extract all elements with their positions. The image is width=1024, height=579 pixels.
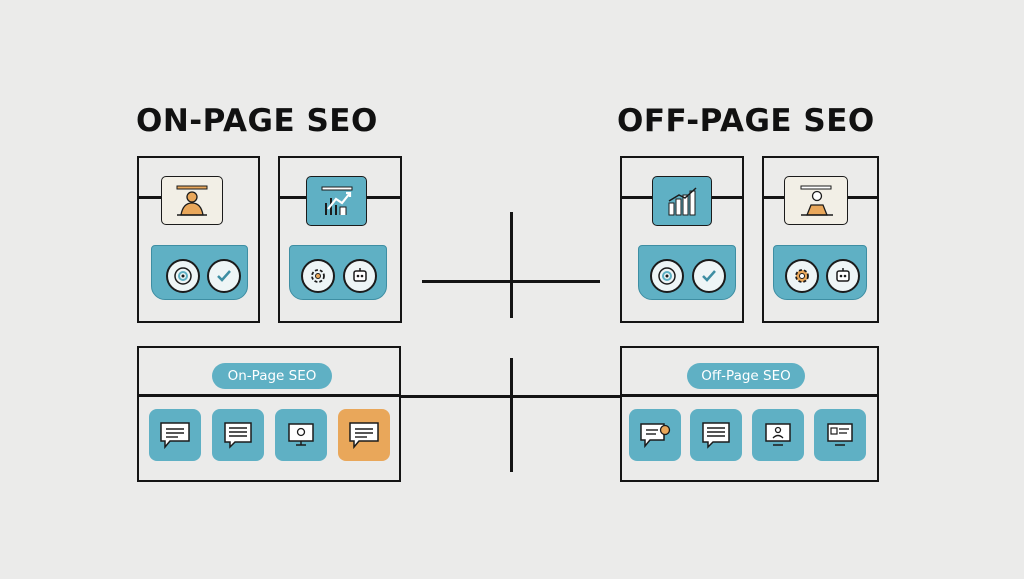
panel-connector	[367, 196, 402, 199]
target-icon	[650, 259, 684, 293]
chat-text-icon	[338, 409, 390, 461]
check-icon	[207, 259, 241, 293]
gear-icon	[301, 259, 335, 293]
bottom-connector-line	[400, 395, 621, 398]
off-page-seo-pill: Off-Page SEO	[687, 363, 805, 389]
off-page-panel-2	[762, 156, 879, 323]
gear-icon	[785, 259, 819, 293]
panel-connector	[712, 196, 744, 199]
profile-card-icon	[814, 409, 866, 461]
panel-connector	[620, 196, 652, 199]
off-page-seo-title: OFF-PAGE SEO	[617, 103, 875, 139]
check-icon	[692, 259, 726, 293]
monitor-user-icon	[752, 409, 804, 461]
robot-icon	[826, 259, 860, 293]
bar-chart-icon	[652, 176, 712, 226]
on-page-seo-pill: On-Page SEO	[212, 363, 332, 389]
panel-connector	[762, 196, 784, 199]
chat-link-icon	[629, 409, 681, 461]
panel-divider	[620, 394, 879, 397]
on-page-bottom-panel	[137, 346, 401, 482]
off-page-bottom-panel	[620, 346, 879, 482]
on-page-panel-1	[137, 156, 260, 323]
center-vertical-line-bottom	[510, 358, 513, 472]
growth-chart-icon	[306, 176, 367, 226]
robot-icon	[343, 259, 377, 293]
panel-connector	[137, 196, 162, 199]
document-icon	[690, 409, 742, 461]
person-writing-icon	[161, 176, 223, 225]
target-icon	[166, 259, 200, 293]
person-writing-icon	[784, 176, 848, 225]
panel-connector	[848, 196, 879, 199]
document-icon	[212, 409, 264, 461]
chat-text-icon	[149, 409, 201, 461]
off-page-panel-1	[620, 156, 744, 323]
panel-divider	[137, 394, 401, 397]
on-page-panel-2	[278, 156, 402, 323]
panel-connector	[278, 196, 306, 199]
monitor-icon	[275, 409, 327, 461]
center-vertical-line-top	[510, 212, 513, 318]
on-page-seo-title: ON-PAGE SEO	[136, 103, 378, 139]
